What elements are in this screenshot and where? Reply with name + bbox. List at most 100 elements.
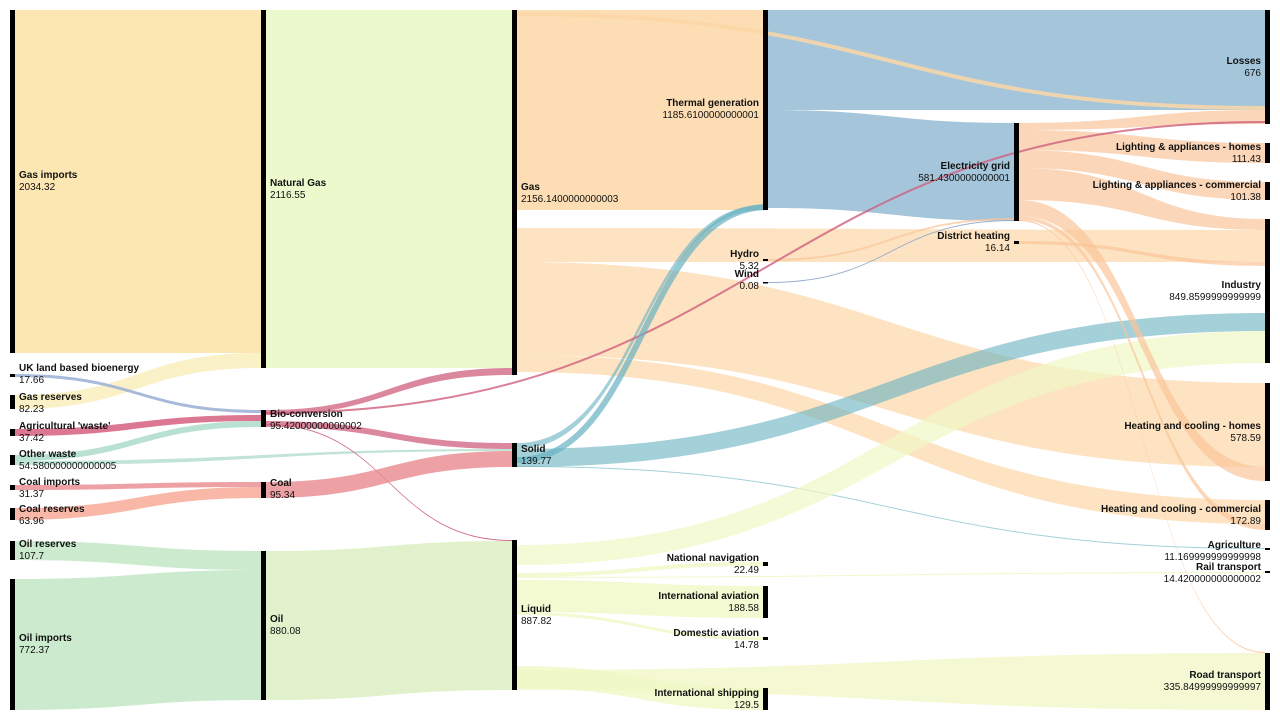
flow-liquid-int-shipping — [517, 666, 763, 710]
node-bar-dom-aviation — [763, 637, 768, 640]
node-bar-coal-reserves — [10, 508, 15, 520]
node-name: Industry — [1221, 280, 1261, 291]
node-bar-road — [1265, 653, 1270, 710]
node-name: Hydro — [730, 249, 759, 260]
node-value: 22.49 — [733, 565, 759, 576]
node-bar-other-waste — [10, 455, 15, 465]
node-bar-coal-imports — [10, 485, 15, 490]
node-bar-light-comm — [1265, 182, 1270, 200]
node-name: UK land based bioenergy — [19, 363, 140, 374]
flow-other-waste-bio-conversion — [15, 421, 261, 461]
node-bar-oil-reserves — [10, 541, 15, 560]
flow-other-waste-solid — [15, 449, 512, 465]
flow-liquid-dom-aviation — [517, 612, 763, 640]
node-name: Oil reserves — [19, 539, 77, 550]
node-value: 11.169999999999998 — [1164, 552, 1261, 563]
node-value: 101.38 — [1230, 192, 1261, 203]
node-name: Other waste — [19, 449, 77, 460]
node-bar-coal — [261, 482, 266, 498]
node-bar-elec-grid — [1014, 123, 1019, 221]
flow-grid-heat-comm — [1019, 216, 1265, 530]
node-name: Coal — [270, 478, 292, 489]
node-name: Heating and cooling - commercial — [1100, 504, 1261, 515]
flow-liquid-int-aviation — [517, 580, 763, 618]
node-bar-natural-gas — [261, 10, 266, 368]
node-name: Oil imports — [19, 633, 72, 644]
flow-coal-solid — [266, 451, 512, 498]
node-value: 172.89 — [1230, 516, 1261, 527]
node-name: Rail transport — [1195, 562, 1261, 573]
node-name: International aviation — [658, 591, 759, 602]
node-value: 0.08 — [739, 281, 759, 292]
node-name: Heating and cooling - homes — [1124, 421, 1261, 432]
node-name: Gas reserves — [19, 392, 82, 403]
node-bar-heat-homes — [1265, 383, 1270, 481]
flow-gas-imports-natural-gas — [15, 10, 261, 353]
flow-natural-gas-gas — [266, 10, 512, 368]
node-name: Oil — [270, 614, 284, 625]
node-value: 1185.6100000000001 — [662, 110, 759, 121]
node-value: 2116.55 — [270, 190, 306, 201]
node-bar-bio-conversion — [261, 410, 266, 427]
node-value: 2156.1400000000003 — [521, 194, 619, 205]
node-bar-losses — [1265, 10, 1270, 124]
node-value: 129.5 — [733, 700, 759, 711]
node-name: Lighting & appliances - commercial — [1092, 180, 1261, 191]
flow-grid-road — [1019, 220, 1265, 653]
node-bar-oil — [261, 551, 266, 700]
flow-solid-agri — [517, 466, 1265, 549]
node-name: National navigation — [666, 553, 759, 564]
node-name: Road transport — [1189, 670, 1261, 681]
node-bar-rail — [1265, 571, 1270, 573]
flow-district-industry — [1019, 241, 1265, 266]
node-value: 188.58 — [728, 603, 759, 614]
node-bar-gas — [512, 10, 517, 375]
node-name: Lighting & appliances - homes — [1115, 142, 1261, 153]
node-name: Coal imports — [19, 477, 81, 488]
node-value: 676 — [1244, 68, 1261, 79]
node-value: 16.14 — [984, 243, 1010, 254]
flow-grid-losses — [1019, 110, 1265, 130]
flow-bio-gas — [266, 368, 512, 415]
node-bar-heat-comm — [1265, 500, 1270, 530]
label-agri-waste: Agricultural 'waste'37.42 — [19, 421, 110, 445]
node-bar-wind — [763, 282, 768, 284]
flow-thermal-grid — [768, 110, 1014, 221]
node-bar-industry — [1265, 219, 1270, 363]
node-value: 849.8599999999999 — [1169, 292, 1261, 303]
node-value: 111.43 — [1231, 154, 1261, 165]
node-value: 31.37 — [19, 489, 45, 500]
flow-grid-industry — [1019, 168, 1265, 230]
node-name: Agricultural 'waste' — [19, 421, 111, 432]
flow-agri-bio-conversion — [15, 415, 261, 436]
node-bar-oil-imports — [10, 579, 15, 710]
flow-liquid-industry — [517, 331, 1265, 565]
node-bar-district — [1014, 241, 1019, 244]
node-name: Gas imports — [19, 170, 78, 181]
node-name: Losses — [1226, 56, 1261, 67]
flow-solid-grid — [516, 204, 769, 463]
flow-gas-reserves-natural-gas — [15, 353, 261, 409]
flow-hydro-grid — [768, 218, 1014, 261]
node-bar-hydro — [763, 259, 768, 261]
node-value: 5.32 — [739, 261, 759, 272]
